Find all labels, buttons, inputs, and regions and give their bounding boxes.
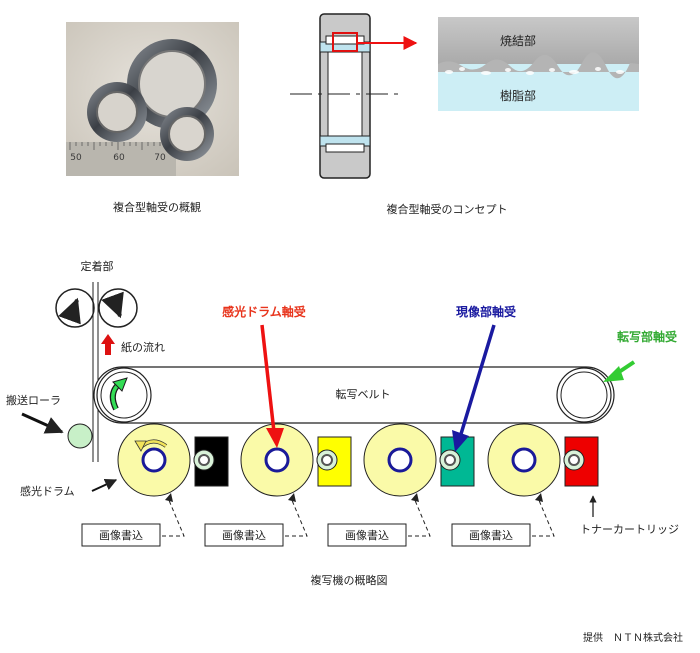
photo-drum-label: 感光ドラム <box>20 484 75 498</box>
image-write-label: 画像書込 <box>345 528 389 542</box>
drum-bearing <box>387 447 413 473</box>
drum-unit <box>240 423 352 497</box>
feed-roller-label: 搬送ローラ <box>6 393 61 407</box>
feed-roller <box>67 423 93 449</box>
material-detail: 焼結部 樹脂部 <box>438 17 639 111</box>
diagram-caption: 複写機の概略図 <box>311 573 388 587</box>
image-write-unit: 画像書込 <box>81 493 185 547</box>
photo-drum-bearing-label: 感光ドラム軸受 <box>222 304 306 319</box>
paper-flow-arrow <box>101 334 115 355</box>
drum-bearing <box>141 447 167 473</box>
image-write-box <box>81 523 161 547</box>
transfer-roller <box>556 367 612 423</box>
developer-roller-hub <box>568 454 580 466</box>
photo-caption: 複合型軸受の概観 <box>113 200 201 214</box>
image-write-beam <box>162 497 185 537</box>
drum-unit <box>363 423 475 497</box>
image-write-beam-tip <box>288 493 296 502</box>
image-write-label: 画像書込 <box>99 528 143 542</box>
bearing-cross-section <box>290 13 418 179</box>
developer-roller-hub <box>198 454 210 466</box>
sintered-label: 焼結部 <box>500 33 536 48</box>
transfer-belt-label: 転写ベルト <box>336 388 391 401</box>
image-write-unit: 画像書込 <box>204 493 308 547</box>
drum-unit-row <box>117 423 599 497</box>
resin-label: 樹脂部 <box>500 88 536 103</box>
drum-rotation-arrow <box>134 439 168 452</box>
developer-bearing-label: 現像部軸受 <box>456 304 516 319</box>
drum-bearing <box>511 447 537 473</box>
developer-bearing-arrow <box>452 324 496 452</box>
drum-unit <box>487 423 599 497</box>
developer-roller-hub <box>321 454 333 466</box>
image-write-label: 画像書込 <box>469 528 513 542</box>
fixing-rollers <box>55 282 138 462</box>
image-write-beam-tip <box>165 493 173 502</box>
ruler <box>66 142 176 176</box>
toner-cartridge-label: トナーカートリッジ <box>580 523 679 536</box>
credit-text: 提供 ＮＴＮ株式会社 <box>583 631 683 644</box>
photo-drum-bearing-arrow <box>260 324 284 448</box>
concept-caption: 複合型軸受のコンセプト <box>387 202 508 216</box>
drum-bearing <box>264 447 290 473</box>
image-write-row: 画像書込 画像書込 画像書込 画像書込 <box>81 493 555 547</box>
image-write-box <box>451 523 531 547</box>
image-write-beam <box>408 497 431 537</box>
belt-drive-roller <box>96 367 152 423</box>
bearing-photo: 50 60 70 <box>66 22 239 176</box>
image-write-unit: 画像書込 <box>451 493 555 547</box>
transfer-bearing-label: 転写部軸受 <box>617 329 677 344</box>
drum-unit <box>117 423 229 497</box>
fixing-unit-label: 定着部 <box>81 259 114 273</box>
ruler-mark: 50 <box>70 153 82 163</box>
image-write-beam <box>532 497 555 537</box>
transfer-bearing-arrow <box>603 360 636 382</box>
paper-flow-label: 紙の流れ <box>121 340 165 354</box>
transfer-belt <box>93 366 615 424</box>
image-write-beam <box>285 497 308 537</box>
ruler-mark: 70 <box>154 153 166 163</box>
image-write-label: 画像書込 <box>222 528 266 542</box>
ruler-mark: 60 <box>113 153 125 163</box>
image-write-box <box>327 523 407 547</box>
image-write-unit: 画像書込 <box>327 493 431 547</box>
image-write-beam-tip <box>411 493 419 502</box>
image-write-box <box>204 523 284 547</box>
developer-roller-hub <box>444 454 456 466</box>
image-write-beam-tip <box>535 493 543 502</box>
